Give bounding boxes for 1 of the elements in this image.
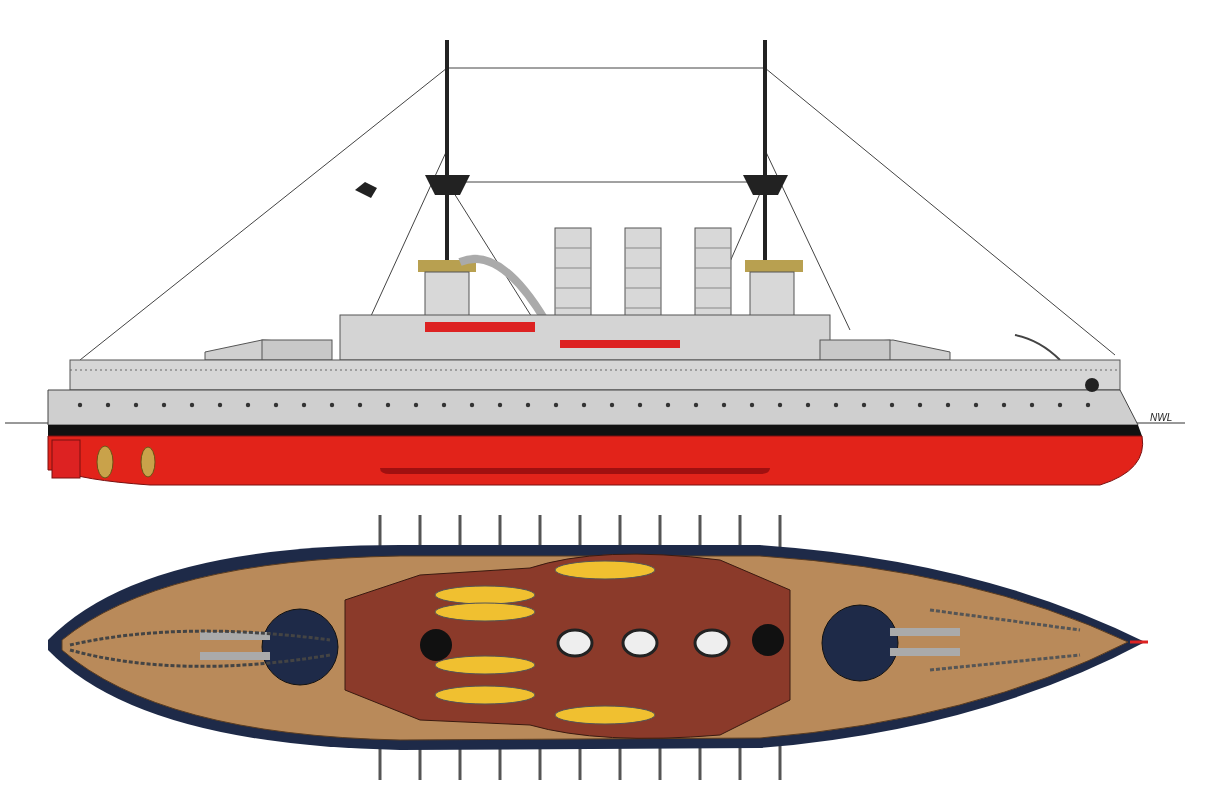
waterline-label: NWL [1150, 412, 1173, 423]
